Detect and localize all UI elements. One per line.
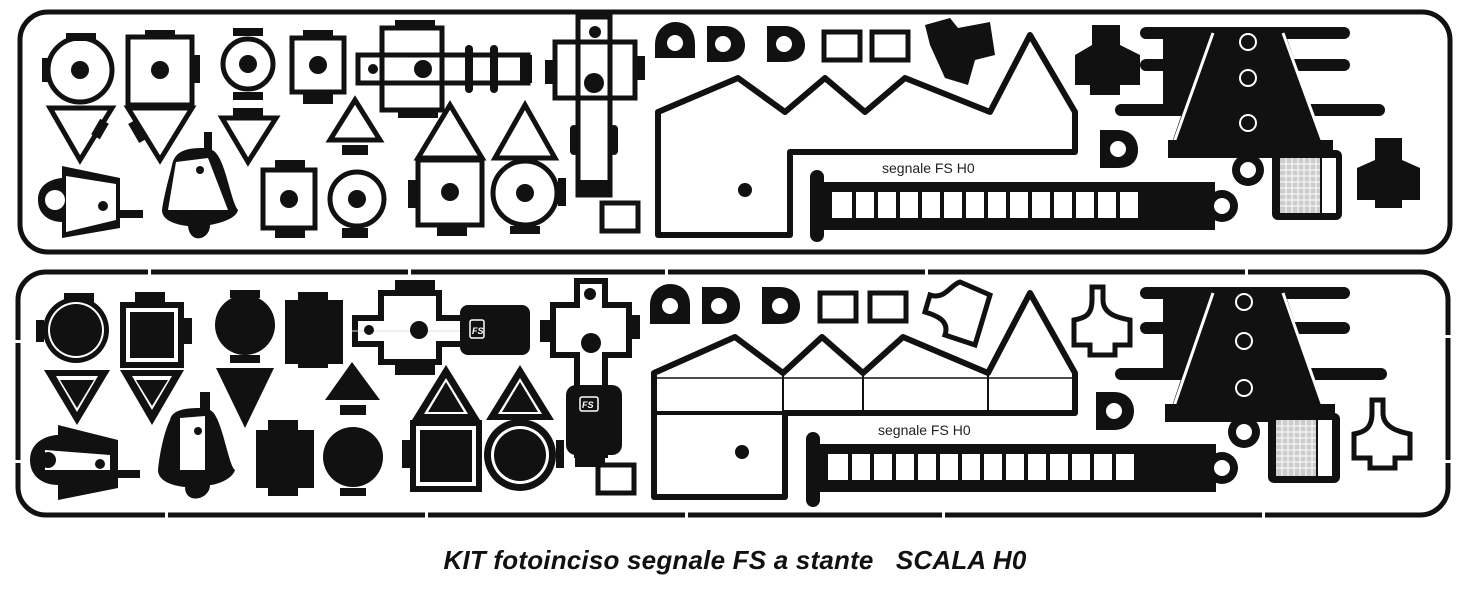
bell-part-filled bbox=[158, 392, 235, 499]
vertical-cross-part bbox=[545, 14, 645, 198]
small-frame-part bbox=[599, 200, 641, 234]
housing-cross-part-filled: FS bbox=[352, 280, 530, 375]
lamp-holder-part bbox=[38, 166, 143, 238]
t-part-lower-2 bbox=[1351, 397, 1413, 471]
upper-fret bbox=[17, 9, 1453, 255]
small-lamp-parts bbox=[655, 18, 995, 85]
round-lens-part bbox=[42, 33, 117, 165]
vertical-cross-part-filled: FS bbox=[540, 278, 640, 467]
signal-board-part bbox=[1115, 27, 1385, 220]
t-part-upper-2 bbox=[1357, 138, 1420, 208]
square-lens-part-filled bbox=[120, 292, 192, 425]
small-square-part bbox=[289, 30, 347, 104]
svg-text:FS: FS bbox=[472, 326, 484, 336]
square-triangle-part-filled bbox=[402, 365, 482, 492]
round-lens-part-filled bbox=[36, 293, 110, 425]
fs-logo-icon: FS bbox=[579, 396, 599, 412]
lower-fret: FS FS bbox=[14, 268, 1454, 520]
lower-fret-label: segnale FS H0 bbox=[878, 422, 971, 438]
round-triangle-part-filled bbox=[484, 365, 564, 491]
square-plate-filled-2 bbox=[256, 420, 314, 496]
ladder-strip-part-lower bbox=[806, 432, 1238, 507]
t-part-lower-1 bbox=[1071, 284, 1133, 358]
small-round-part bbox=[217, 28, 281, 167]
square-part-small-2 bbox=[260, 160, 318, 238]
fs-logo-icon: FS bbox=[469, 319, 485, 339]
signal-board-part-lower bbox=[1115, 287, 1387, 483]
bracket-part bbox=[655, 32, 1078, 238]
round-plate-filled bbox=[215, 290, 275, 428]
housing-cross-part bbox=[355, 20, 532, 118]
kit-caption: KIT fotoinciso segnale FS a stante SCALA… bbox=[443, 545, 1027, 575]
small-lamp-parts-lower bbox=[650, 279, 994, 349]
square-lens-part bbox=[123, 30, 200, 165]
t-part-upper-1 bbox=[1075, 25, 1140, 95]
square-plate-filled bbox=[285, 292, 343, 368]
svg-text:FS: FS bbox=[582, 400, 594, 410]
lamp-d-part-lower bbox=[1096, 392, 1134, 430]
round-triangle-part bbox=[490, 99, 566, 234]
ladder-strip-part bbox=[810, 170, 1238, 242]
bell-part bbox=[162, 132, 238, 239]
bracket-part-lower bbox=[651, 290, 1078, 500]
square-triangle-part bbox=[408, 100, 487, 236]
upper-fret-label: segnale FS H0 bbox=[882, 160, 975, 176]
lamp-d-part bbox=[1100, 130, 1138, 168]
lamp-holder-part-filled bbox=[30, 425, 140, 500]
round-plate-filled-2 bbox=[323, 362, 383, 496]
small-frame-part bbox=[595, 462, 637, 496]
round-part-small-2 bbox=[325, 95, 387, 238]
